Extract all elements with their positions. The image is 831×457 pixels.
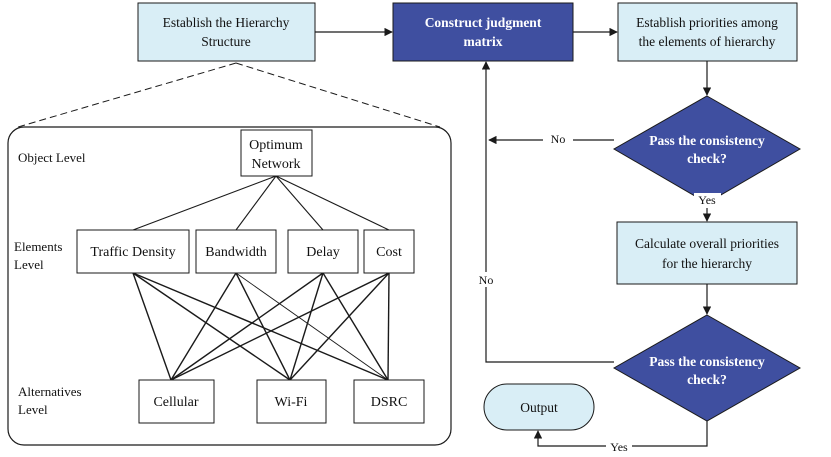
decision1-line2: check? — [687, 151, 727, 166]
criterion-bandwidth-label: Bandwidth — [205, 245, 266, 260]
construct-judgment-line2: matrix — [464, 34, 503, 49]
hierarchy-panel: Object Level Elements Level Alternatives… — [7, 126, 452, 446]
decision1-line1: Pass the consistency — [649, 133, 765, 148]
elements-level-label-2: Level — [14, 257, 44, 272]
criterion-traffic-density-label: Traffic Density — [90, 245, 175, 260]
establish-priorities-box: Establish priorities among the elements … — [617, 2, 798, 62]
criterion-delay-label: Delay — [306, 245, 339, 260]
establish-priorities-line1: Establish priorities among — [636, 15, 778, 30]
establish-hierarchy-line1: Establish the Hierarchy — [163, 15, 290, 30]
zoom-line-left — [17, 62, 237, 128]
establish-hierarchy-line2: Structure — [201, 34, 251, 49]
decision1-yes-label: Yes — [698, 193, 716, 207]
alternatives-level-label-1: Alternatives — [18, 384, 82, 399]
arrow-decision2-no — [481, 61, 614, 363]
criterion-bandwidth: Bandwidth — [195, 229, 277, 274]
calculate-line2: for the hierarchy — [662, 256, 752, 271]
goal-criteria-links — [132, 175, 390, 231]
output-label: Output — [520, 400, 558, 415]
calculate-priorities-box: Calculate overall priorities for the hie… — [616, 221, 798, 285]
alternative-wifi: Wi-Fi — [256, 379, 327, 424]
alternative-dsrc: DSRC — [353, 379, 425, 424]
goal-line2: Network — [252, 157, 301, 172]
decision2-line1: Pass the consistency — [649, 354, 765, 369]
alternatives-level-label-2: Level — [18, 402, 48, 417]
output-terminator: Output — [483, 383, 595, 431]
criteria-alternative-links — [132, 272, 390, 381]
decision1-no-label: No — [551, 132, 566, 146]
construct-judgment-box: Construct judgment matrix — [392, 2, 574, 62]
calculate-line1: Calculate overall priorities — [635, 236, 779, 251]
decision2-no-label: No — [479, 273, 494, 287]
criterion-delay: Delay — [287, 229, 359, 274]
alternative-cellular-label: Cellular — [153, 395, 198, 410]
decision2-yes-label: Yes — [610, 440, 628, 454]
decision-consistency-2: Pass the consistency check? — [612, 314, 802, 422]
criterion-traffic-density: Traffic Density — [76, 229, 190, 274]
establish-priorities-line2: the elements of hierarchy — [639, 34, 776, 49]
decision-consistency-1: Pass the consistency check? — [612, 95, 802, 204]
criterion-cost: Cost — [363, 229, 415, 274]
object-level-label: Object Level — [18, 150, 86, 165]
goal-node-optimum-network: Optimum Network — [240, 129, 313, 177]
alternative-wifi-label: Wi-Fi — [275, 395, 308, 410]
zoom-line-right — [235, 62, 441, 128]
decision2-line2: check? — [687, 372, 727, 387]
alternative-cellular: Cellular — [138, 379, 215, 424]
elements-level-label-1: Elements — [14, 239, 62, 254]
alternative-dsrc-label: DSRC — [371, 395, 408, 410]
construct-judgment-line1: Construct judgment — [425, 15, 542, 30]
establish-hierarchy-box: Establish the Hierarchy Structure — [137, 2, 316, 62]
goal-line1: Optimum — [249, 138, 303, 153]
criterion-cost-label: Cost — [376, 245, 402, 260]
